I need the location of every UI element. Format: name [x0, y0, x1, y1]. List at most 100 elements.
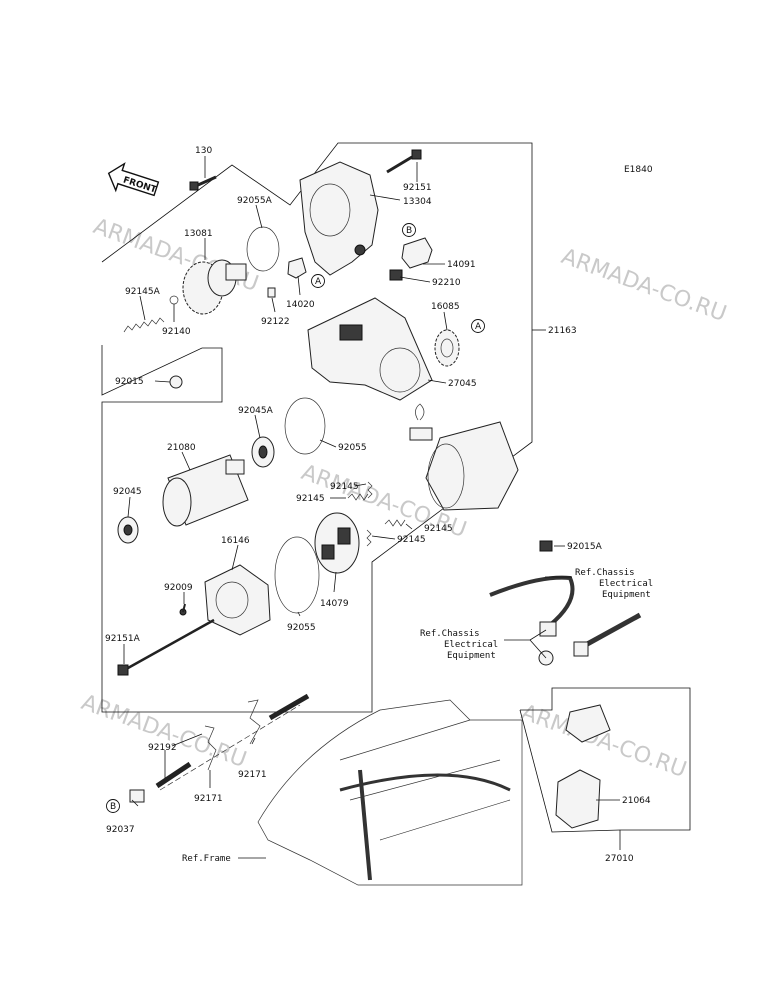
- watermark-5: ARMADA-CO.RU: [518, 700, 690, 783]
- ref-frame: Ref.Frame: [182, 854, 231, 864]
- watermark-4: ARMADA-CO.RU: [78, 690, 250, 773]
- label-92122: 92122: [261, 317, 290, 327]
- housing-27045: [307, 297, 433, 401]
- label-130: 130: [195, 146, 212, 156]
- label-92055-lower: 92055: [287, 623, 316, 633]
- nut-92015A: [539, 540, 553, 552]
- label-92145-b: 92145: [296, 494, 325, 504]
- label-16085: 16085: [431, 302, 460, 312]
- clamp-92037: [129, 789, 145, 803]
- label-92151: 92151: [403, 183, 432, 193]
- gear-16085: [434, 329, 460, 367]
- part-labels: 130 92151 13304 92055A 14091 13081 92210…: [105, 146, 651, 864]
- clip-92171-b: [247, 699, 261, 745]
- nut-92210: [389, 269, 403, 281]
- label-21064: 21064: [622, 796, 651, 806]
- pin-92122: [267, 287, 276, 298]
- label-92055-upper: 92055: [338, 443, 367, 453]
- armature-21080: [162, 454, 249, 527]
- frame-reference: [257, 699, 523, 886]
- oring-92055A: [246, 226, 280, 272]
- svg-text:A: A: [315, 277, 322, 287]
- connector-right: [573, 641, 589, 657]
- label-14079: 14079: [320, 599, 349, 609]
- svg-text:Electrical: Electrical: [444, 640, 498, 650]
- spring-92145-c: [384, 519, 406, 527]
- ref-chassis-left: Ref.Chassis Electrical Equipment: [420, 629, 498, 661]
- boot-21064: [555, 769, 601, 829]
- ref-chassis-right: Ref.Chassis Electrical Equipment: [575, 568, 653, 600]
- label-92145-c: 92145: [424, 524, 453, 534]
- bearing-92045: [117, 516, 139, 544]
- label-14020: 14020: [286, 300, 315, 310]
- bolt-130: [189, 175, 217, 191]
- end-cover-16146: [204, 564, 271, 636]
- callout-b-upper: B: [402, 223, 416, 237]
- label-92015A: 92015A: [567, 542, 603, 552]
- label-92145-d: 92145: [397, 535, 426, 545]
- label-92037: 92037: [106, 825, 135, 835]
- callout-a-right: A: [471, 319, 485, 333]
- svg-text:B: B: [110, 802, 116, 812]
- leader-lines: [123, 156, 621, 859]
- label-92055A: 92055A: [237, 196, 273, 206]
- cable-left: [489, 575, 575, 627]
- label-16146: 16146: [221, 536, 250, 546]
- cup-14020: [287, 257, 307, 279]
- label-92145A: 92145A: [125, 287, 161, 297]
- label-92151A: 92151A: [105, 634, 141, 644]
- label-92045: 92045: [113, 487, 142, 497]
- relay-assembly-27010: [519, 687, 691, 833]
- label-92045A: 92045A: [238, 406, 274, 416]
- label-92171-b: 92171: [238, 770, 267, 780]
- label-92210: 92210: [432, 278, 461, 288]
- label-92140: 92140: [162, 327, 191, 337]
- pin-92192: [155, 693, 310, 791]
- label-92171-a: 92171: [194, 794, 223, 804]
- bearing-92045A: [251, 436, 275, 468]
- svg-text:B: B: [406, 226, 412, 236]
- nut-92015: [169, 375, 183, 389]
- label-27010: 27010: [605, 854, 634, 864]
- spring-92145A: [123, 317, 165, 333]
- label-92145-a: 92145: [330, 482, 359, 492]
- label-92009: 92009: [164, 583, 193, 593]
- spring-92145-d: [366, 529, 372, 547]
- svg-text:Ref.Chassis: Ref.Chassis: [575, 568, 635, 578]
- label-21163: 21163: [548, 326, 577, 336]
- callout-a-upper: A: [311, 274, 325, 288]
- yoke-motor: [409, 403, 519, 511]
- label-14091: 14091: [447, 260, 476, 270]
- spring-92145-b: [367, 481, 373, 499]
- front-arrow-icon: FRONT: [107, 162, 160, 197]
- connector-left: [539, 621, 557, 637]
- svg-text:Ref.Chassis: Ref.Chassis: [420, 629, 480, 639]
- label-92015: 92015: [115, 377, 144, 387]
- label-27045: 27045: [448, 379, 477, 389]
- cable-right: [578, 612, 642, 651]
- oring-92055-upper: [284, 397, 326, 455]
- housing-13304: [299, 161, 379, 276]
- label-92192: 92192: [148, 743, 177, 753]
- bolt-92151A: [117, 618, 215, 676]
- svg-text:A: A: [475, 322, 482, 332]
- svg-text:Electrical: Electrical: [599, 579, 653, 589]
- label-21080: 21080: [167, 443, 196, 453]
- callout-b-lower: B: [106, 799, 120, 813]
- svg-text:Equipment: Equipment: [602, 590, 651, 600]
- spring-92145-a: [347, 493, 369, 501]
- screw-92009: [179, 603, 187, 616]
- svg-text:Equipment: Equipment: [447, 651, 496, 661]
- diagram-id: E1840: [624, 165, 653, 175]
- label-13304: 13304: [403, 197, 432, 207]
- watermark-1: ARMADA-CO.RU: [90, 214, 262, 297]
- oring-92055-lower: [274, 536, 320, 614]
- ring-92140: [169, 295, 179, 305]
- cap-14091: [401, 237, 433, 269]
- clip-92171-a: [204, 725, 217, 771]
- gear-13081: [182, 259, 247, 315]
- watermark-2: ARMADA-CO.RU: [558, 244, 730, 327]
- bolt-92151: [386, 149, 422, 174]
- label-13081: 13081: [184, 229, 213, 239]
